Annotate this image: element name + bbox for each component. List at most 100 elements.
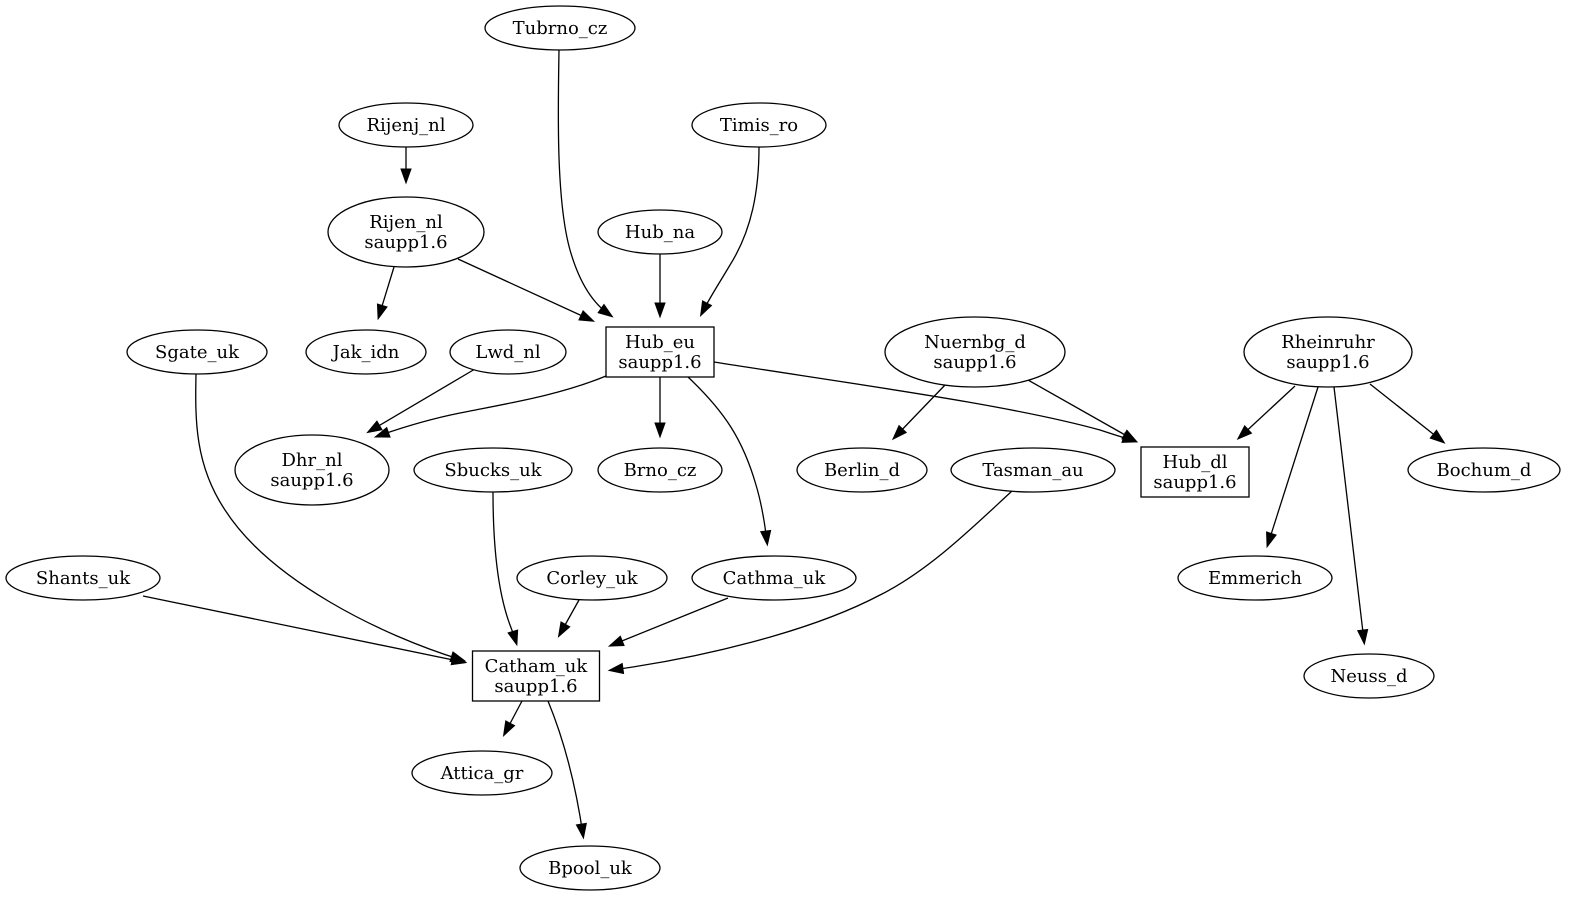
arrowhead	[891, 424, 908, 441]
node-label: Nuernbg_d	[924, 332, 1026, 353]
edge-line	[1333, 386, 1365, 642]
arrowhead	[373, 426, 391, 438]
node-label: Neuss_d	[1331, 666, 1408, 687]
edge-Cathma_uk-to-Catham_uk	[607, 597, 729, 647]
edge-Rijenj_nl-to-Rijen_nl	[400, 147, 412, 185]
edge-Sbucks_uk-to-Catham_uk	[492, 491, 519, 647]
node-ellipse	[234, 434, 390, 506]
edge-Catham_uk-to-Bpool_uk	[547, 700, 587, 840]
node-label: Bochum_d	[1437, 460, 1532, 481]
edges-layer	[142, 49, 1446, 840]
edge-Tasman_au-to-Catham_uk	[607, 490, 1013, 675]
node-sublabel: saupp1.6	[1286, 352, 1369, 373]
arrowhead	[502, 720, 516, 737]
node-Bochum_d: Bochum_d	[1407, 447, 1561, 493]
edge-line	[142, 595, 464, 663]
edge-Rijen_nl-to-Jak_idn	[376, 266, 395, 321]
edge-Hub_eu-to-Dhr_nl	[373, 375, 607, 438]
node-label: Tasman_au	[982, 460, 1083, 481]
arrowhead	[366, 420, 383, 434]
arrowhead	[597, 303, 614, 318]
edge-Rheinruhr-to-Bochum_d	[1369, 383, 1446, 444]
edge-Rheinruhr-to-Emmerich	[1266, 386, 1319, 549]
node-ellipse	[516, 555, 668, 601]
node-Timis_ro: Timis_ro	[691, 102, 827, 148]
arrowhead	[699, 300, 713, 317]
node-Tasman_au: Tasman_au	[950, 447, 1116, 493]
node-ellipse	[1303, 653, 1435, 699]
node-label: Lwd_nl	[475, 342, 540, 363]
node-label: Shants_uk	[36, 568, 131, 589]
arrowhead	[607, 635, 625, 647]
node-Bpool_uk: Bpool_uk	[519, 845, 661, 891]
node-label: Sgate_uk	[155, 342, 240, 363]
edge-line	[377, 375, 607, 437]
node-Tubrno_cz: Tubrno_cz	[484, 5, 636, 51]
node-label: Tubrno_cz	[513, 18, 608, 39]
node-Brno_cz: Brno_cz	[597, 447, 723, 493]
node-Corley_uk: Corley_uk	[516, 555, 668, 601]
edge-line	[1239, 385, 1296, 438]
arrowhead	[1429, 429, 1446, 444]
node-ellipse	[597, 209, 723, 255]
arrowhead	[578, 310, 596, 322]
arrowhead	[654, 302, 666, 319]
node-Jak_idn: Jak_idn	[305, 329, 427, 375]
node-box	[471, 650, 601, 702]
node-Shants_uk: Shants_uk	[5, 555, 161, 601]
arrowhead	[1236, 424, 1253, 441]
node-Emmerich: Emmerich	[1177, 555, 1333, 601]
node-label: Bpool_uk	[548, 858, 633, 879]
node-sublabel: saupp1.6	[933, 352, 1016, 373]
edge-Rijen_nl-to-Hub_eu	[457, 258, 596, 322]
node-ellipse	[126, 329, 268, 375]
node-sublabel: saupp1.6	[494, 676, 577, 697]
edge-Nuernbg_d-to-Berlin_d	[891, 384, 946, 441]
edge-Hub_eu-to-Cathma_uk	[687, 376, 772, 547]
edge-line	[894, 384, 946, 438]
node-label: Berlin_d	[824, 460, 900, 481]
node-ellipse	[884, 316, 1066, 388]
node-label: Jak_idn	[331, 342, 400, 363]
edge-line	[557, 49, 611, 316]
node-sublabel: saupp1.6	[618, 352, 701, 373]
node-Cathma_uk: Cathma_uk	[691, 555, 857, 601]
edge-Tubrno_cz-to-Hub_eu	[557, 49, 614, 318]
node-label: Attica_gr	[440, 763, 524, 784]
node-label: Emmerich	[1208, 568, 1302, 589]
edge-Timis_ro-to-Hub_eu	[699, 146, 760, 317]
arrowhead	[1266, 531, 1277, 549]
node-sublabel: saupp1.6	[364, 232, 447, 253]
node-label: Rijenj_nl	[366, 115, 445, 136]
node-ellipse	[411, 750, 553, 796]
node-ellipse	[305, 329, 427, 375]
edge-line	[547, 700, 584, 836]
edge-Shants_uk-to-Catham_uk	[142, 595, 468, 666]
node-Rijenj_nl: Rijenj_nl	[338, 102, 474, 148]
node-label: Rheinruhr	[1281, 332, 1375, 353]
edge-line	[611, 597, 729, 646]
edge-line	[1027, 379, 1135, 441]
node-ellipse	[691, 102, 827, 148]
node-label: Rijen_nl	[369, 212, 443, 233]
edge-line	[492, 491, 517, 643]
node-ellipse	[449, 329, 567, 375]
node-ellipse	[327, 196, 485, 268]
arrowhead	[1121, 429, 1138, 443]
node-label: Brno_cz	[624, 460, 697, 481]
node-Neuss_d: Neuss_d	[1303, 653, 1435, 699]
node-box	[605, 326, 715, 378]
node-label: Hub_eu	[625, 332, 695, 353]
edge-line	[701, 146, 760, 314]
arrowhead	[575, 822, 587, 840]
node-ellipse	[597, 447, 723, 493]
node-label: Hub_dl	[1162, 452, 1227, 473]
edge-line	[195, 373, 463, 661]
edge-line	[1267, 386, 1319, 545]
node-Sbucks_uk: Sbucks_uk	[413, 447, 573, 493]
